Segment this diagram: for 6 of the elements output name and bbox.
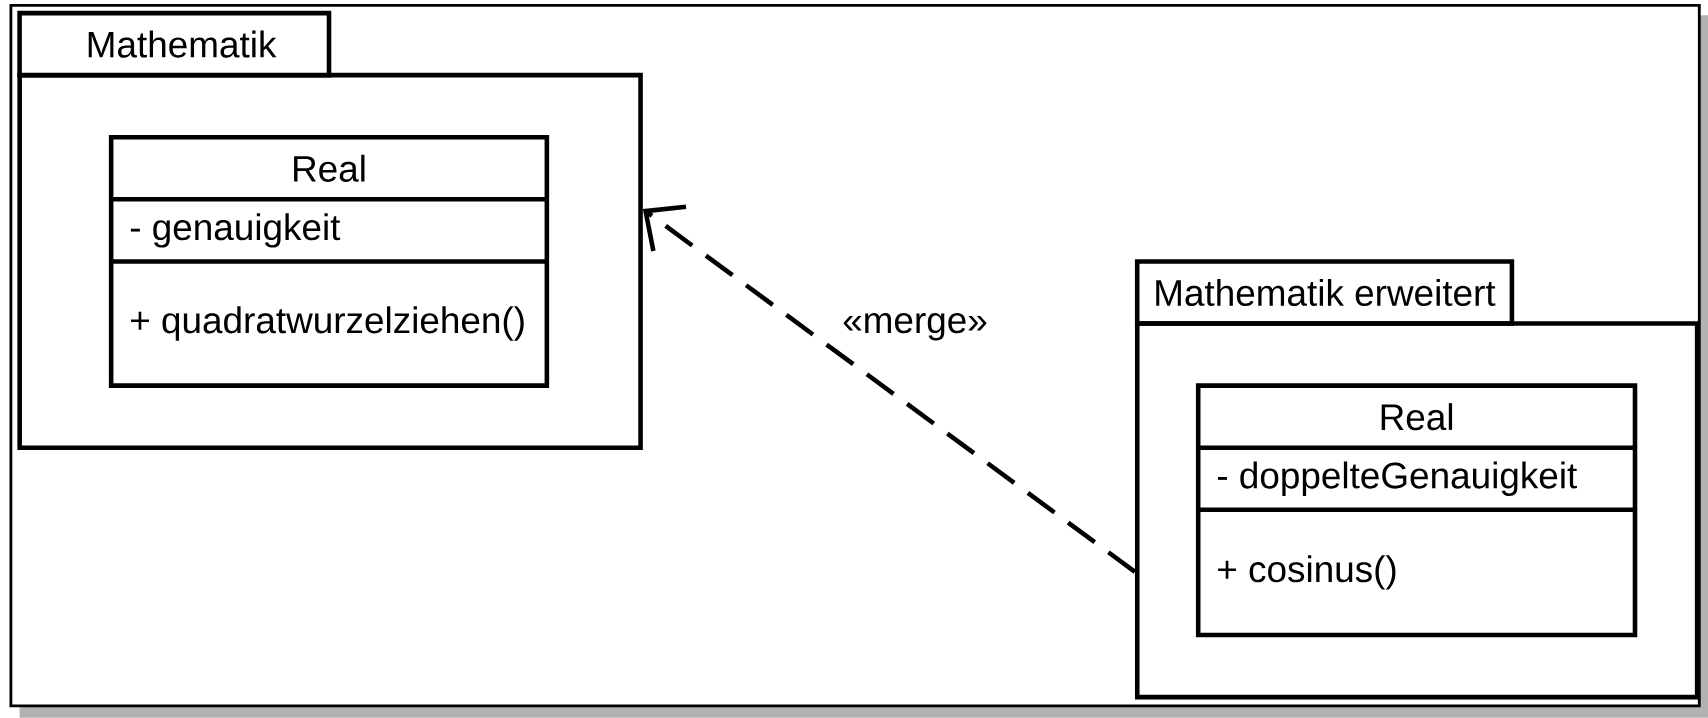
node-label: Mathematik erweitert	[1156, 278, 1496, 307]
edge-label: «merge»	[838, 309, 992, 345]
class-box: Real - genauigkeit + quadratwurzelziehen()	[108, 134, 550, 388]
class-box: Real - doppelteGenauigkeit + cosinus()	[1195, 383, 1638, 638]
dependency-arrow	[642, 204, 1137, 574]
node-label: Mathematik	[88, 30, 277, 58]
